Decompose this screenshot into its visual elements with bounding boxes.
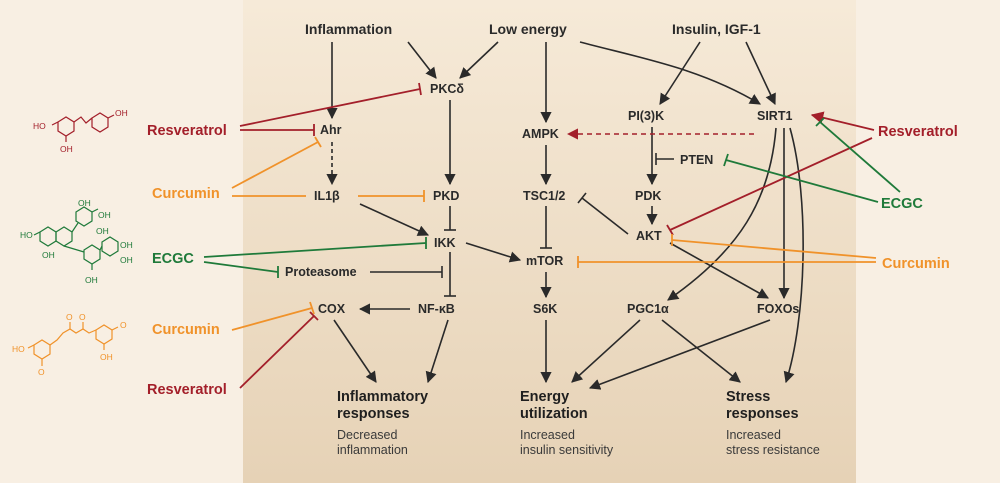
inhibit-resveratrol-cox-bottom [239,315,315,389]
outcome-inflammatory-sub: Decreased [337,428,397,442]
node-ahr: Ahr [320,123,342,137]
curcumin-effects [231,136,877,331]
outcome-inflammatory-title: Inflammatory [337,389,428,405]
inhibit-ecgc-sirt1 [819,121,901,193]
inhibit-curcumin-akt [671,239,877,259]
node-pkcd: PKCδ [430,82,464,96]
arrow-nfkb-inflammatory [425,319,449,384]
ecgc-oh-label-3: OH [96,226,109,236]
activation-arrows [326,41,804,390]
arrow-foxos-energy [588,319,771,390]
input-inflammation: Inflammation [305,21,392,37]
node-il1b: IL1β [314,189,340,203]
inhibit-resveratrol-akt [669,137,873,231]
ecgc-ho-label: HO [20,230,33,240]
node-cox: COX [318,302,346,316]
node-nfkb: NF-κB [418,302,455,316]
arrow-lowenergy-sirt1 [579,41,761,105]
outcome-energy-title-2: utilization [520,406,588,422]
node-s6k: S6K [533,302,557,316]
outcome-energy-sub-2: insulin sensitivity [520,443,614,457]
label-curcumin-left-bottom: Curcumin [152,322,220,338]
arrow-sirt1-pgc1a [667,127,777,301]
label-curcumin-right: Curcumin [882,256,950,272]
node-pi3k: PI(3)K [628,109,664,123]
inhibit-ecgc-ikk [203,242,427,258]
ecgc-oh-label-7: OH [85,275,98,285]
arrow-pgc1a-stress [661,319,741,383]
curcumin-o-label-3: O [38,367,45,377]
node-pdk: PDK [635,189,661,203]
node-mtor: mTOR [526,254,563,268]
outcome-stress-title: Stress [726,389,770,405]
curcumin-o-label-2: O [79,312,86,322]
node-sirt1: SIRT1 [757,109,792,123]
activate-resveratrol-sirt1 [810,111,875,131]
curcumin-o-label-1: O [66,312,73,322]
resveratrol-ho-label: HO [33,121,46,131]
resveratrol-oh-label-2: OH [115,108,128,118]
ecgc-oh-label-5: OH [120,240,133,250]
ecgc-oh-label-6: OH [120,255,133,265]
node-pkd: PKD [433,189,459,203]
arrow-insulin-sirt1 [745,41,776,106]
node-proteasome: Proteasome [285,265,357,279]
arrow-akt-foxos [669,242,769,299]
inhibit-ecgc-proteasome [203,261,279,273]
outcome-stress-sub-2: stress resistance [726,443,820,457]
node-ikk: IKK [434,236,456,250]
ecgc-oh-label-1: OH [78,198,91,208]
inhibit-resveratrol-pkcd [239,88,421,127]
input-low-energy: Low energy [489,21,567,37]
arrow-pgc1a-energy [571,319,641,383]
arrow-il1b-ikk [359,203,430,236]
arrow-sirt1-stress [783,127,804,384]
node-pgc1a: PGC1α [627,302,669,316]
outcome-inflammatory-sub-2: inflammation [337,443,408,457]
node-ampk: AMPK [522,127,559,141]
outcome-energy-sub: Increased [520,428,575,442]
label-resveratrol-left-top: Resveratrol [147,123,227,139]
outcome-inflammatory-title-2: responses [337,406,410,422]
arrow-ikk-mtor [465,242,522,263]
label-resveratrol-right: Resveratrol [878,124,958,140]
curcumin-structure-icon [27,322,119,366]
ecgc-structure-icon [33,206,119,270]
label-resveratrol-left-bottom: Resveratrol [147,382,227,398]
arrow-insulin-pi3k [659,41,701,105]
ecgc-effects [203,117,901,278]
node-akt: AKT [636,229,662,243]
curcumin-oh-label: OH [100,352,113,362]
node-pten: PTEN [680,153,713,167]
arrow-cox-inflammatory [333,319,377,383]
inhibit-ecgc-pten [725,159,879,203]
ecgc-oh-label-4: OH [42,250,55,260]
node-foxos: FOXOs [757,302,799,316]
node-tsc: TSC1/2 [523,189,565,203]
input-insulin-igf1: Insulin, IGF-1 [672,21,761,37]
resveratrol-effects [239,82,875,389]
inhibition-lines [370,153,674,297]
inhibit-akt-tsc [581,197,629,235]
label-curcumin-left-top: Curcumin [152,186,220,202]
label-ecgc-right: ECGC [881,196,923,212]
inhibit-curcumin-ahr [231,141,319,189]
arrow-lowenergy-pkcd [459,41,499,79]
curcumin-o-label-4: O [120,320,127,330]
resveratrol-oh-label-1: OH [60,144,73,154]
arrow-inflammation-pkcd [407,41,437,79]
resveratrol-structure-icon [51,112,115,142]
central-panel [243,0,856,483]
curcumin-ho-label: HO [12,344,25,354]
outcome-energy-title: Energy [520,389,569,405]
outcome-stress-title-2: responses [726,406,799,422]
inhibit-curcumin-cox [231,307,313,331]
outcome-stress-sub: Increased [726,428,781,442]
ecgc-oh-label-2: OH [98,210,111,220]
label-ecgc-left: ECGC [152,251,194,267]
